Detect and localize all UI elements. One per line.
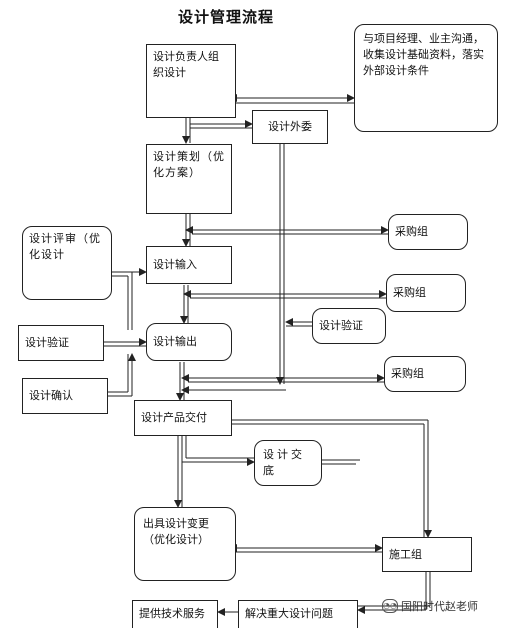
box-review: 设计评审（优化设计 [22, 226, 112, 300]
box-purchase-2: 采购组 [386, 274, 466, 312]
box-resolve: 解决重大设计问题 [238, 600, 358, 628]
watermark: ◔◔ 国阳时代赵老师 [382, 598, 478, 614]
box-tech-service: 提供技术服务 [132, 600, 218, 628]
box-purchase-3: 采购组 [384, 356, 466, 392]
watermark-text: 国阳时代赵老师 [401, 600, 478, 613]
wechat-icon: ◔◔ [382, 599, 398, 613]
box-delivery: 设计产品交付 [134, 400, 232, 436]
box-verify-left: 设计验证 [18, 325, 104, 361]
box-verify-right: 设计验证 [312, 308, 386, 344]
box-briefing: 设计交底 [254, 440, 322, 486]
page-title: 设计管理流程 [178, 8, 275, 26]
box-design-lead: 设计负责人组织设计 [146, 44, 236, 118]
box-planning: 设计策划（优化方案） [146, 144, 232, 214]
box-construction: 施工组 [382, 537, 472, 572]
box-communicate: 与项目经理、业主沟通，收集设计基础资料，落实外部设计条件 [354, 24, 498, 132]
box-purchase-1: 采购组 [388, 214, 468, 250]
box-confirm: 设计确认 [22, 378, 108, 414]
box-change: 出具设计变更（优化设计） [134, 507, 236, 581]
box-outsource: 设计外委 [252, 110, 328, 144]
box-output: 设计输出 [146, 323, 232, 361]
box-input: 设计输入 [146, 246, 232, 284]
